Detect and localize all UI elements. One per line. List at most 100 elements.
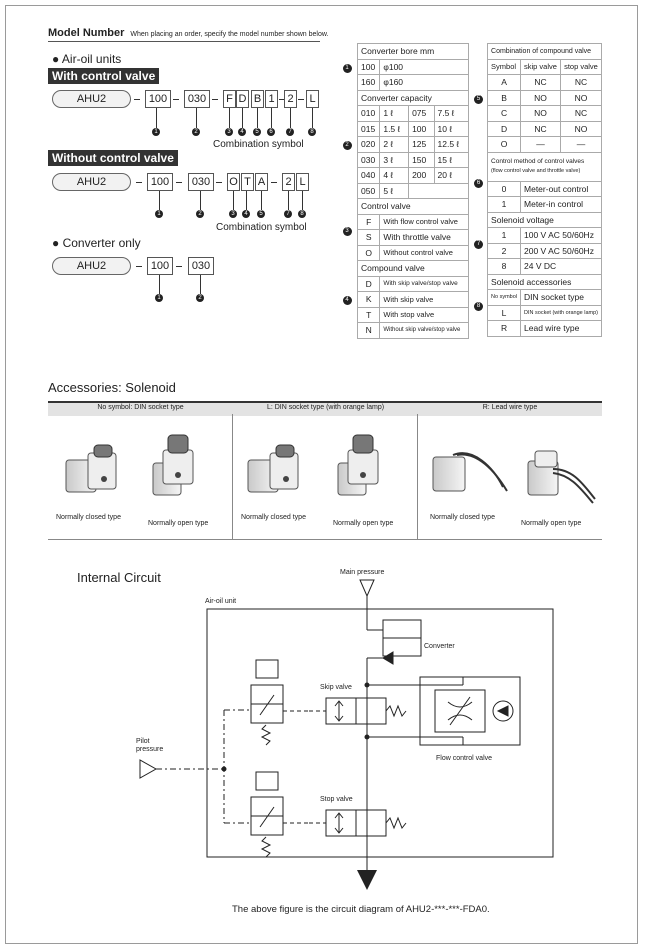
- dot-8: 8: [308, 128, 316, 136]
- leader: [302, 191, 303, 210]
- combination-box: B: [251, 90, 264, 108]
- cell: 12.5 ℓ: [433, 136, 469, 153]
- cell: F: [356, 213, 381, 230]
- flow-control-label: Flow control valve: [436, 755, 493, 762]
- cell: 7.5 ℓ: [433, 105, 469, 122]
- cell: Meter-in control: [520, 196, 602, 213]
- cell: NO: [560, 120, 602, 137]
- voltage-box: 2: [284, 90, 297, 108]
- cell: 8: [487, 258, 522, 275]
- dash: [212, 99, 218, 100]
- dot-1: 1: [152, 128, 160, 136]
- leader: [261, 191, 262, 210]
- cap-no-3: Normally open type: [521, 520, 582, 527]
- combination-symbol-label: Combination symbol: [213, 139, 304, 150]
- leader: [271, 108, 272, 128]
- model-number-note: When placing an order, specify the model…: [130, 31, 329, 38]
- leader: [242, 108, 243, 128]
- pressure-label: pressure: [136, 746, 164, 753]
- cell: NC: [520, 74, 562, 91]
- main-pressure-label: Main pressure: [340, 569, 385, 576]
- cell: 100 V AC 50/60Hz: [520, 227, 602, 244]
- with-control-valve-bar: With control valve: [48, 68, 160, 84]
- cell: [408, 182, 469, 199]
- control-box: O: [227, 173, 240, 191]
- cell: NC: [560, 74, 602, 91]
- cell: C: [487, 105, 522, 122]
- cell: φ100: [379, 58, 469, 75]
- cell: NO: [520, 89, 562, 106]
- dot-8: 8: [298, 210, 306, 218]
- cell: 125: [408, 136, 435, 153]
- cell: φ160: [379, 74, 469, 91]
- cell: 15 ℓ: [433, 151, 469, 168]
- cell: 3 ℓ: [379, 151, 410, 168]
- dot-5: 5: [253, 128, 261, 136]
- capacity-box: 030: [188, 173, 214, 191]
- dot-5: 5: [257, 210, 265, 218]
- dot-2: 2: [192, 128, 200, 136]
- cell: DIN socket type: [520, 289, 602, 306]
- cell: K: [356, 291, 381, 308]
- combination-symbol-label: Combination symbol: [216, 222, 307, 233]
- cell: With throttle valve: [379, 229, 469, 246]
- cell: DIN socket (with orange lamp): [520, 304, 602, 321]
- converter-only-heading: ● Converter only: [52, 236, 141, 250]
- acc-col-1: No symbol: DIN socket type: [97, 404, 184, 411]
- leader: [200, 275, 201, 294]
- dash: [216, 182, 222, 183]
- dash: [298, 99, 304, 100]
- leader: [159, 275, 160, 294]
- accessory-box: L: [306, 90, 319, 108]
- cell: B: [487, 89, 522, 106]
- cell: Without control valve: [379, 244, 469, 261]
- cap-no-2: Normally open type: [333, 520, 394, 527]
- cell: 1 ℓ: [379, 105, 410, 122]
- dot-7: 7: [284, 210, 292, 218]
- cap-nc-1: Normally closed type: [56, 514, 121, 521]
- cell: NO: [560, 89, 602, 106]
- stop-valve-label: Stop valve: [320, 796, 353, 803]
- leader: [156, 108, 157, 128]
- lead-wire-nc-icon: [432, 452, 508, 492]
- leader: [159, 191, 160, 210]
- leader: [312, 108, 313, 128]
- cell: 100: [356, 58, 381, 75]
- solenoid-images: [65, 434, 596, 504]
- din-lamp-no-icon: [337, 434, 379, 496]
- cell: 1.5 ℓ: [379, 120, 410, 137]
- accessories-title: Accessories: Solenoid: [48, 380, 176, 395]
- cap-no-1: Normally open type: [148, 520, 209, 527]
- cell: Lead wire type: [520, 320, 602, 337]
- dot-4: 4: [238, 128, 246, 136]
- voltage-box: 2: [282, 173, 295, 191]
- circuit-diagram: [139, 579, 554, 890]
- dash: [176, 182, 182, 183]
- cell: stop valve: [560, 58, 602, 75]
- compound-title: Compound valve: [357, 260, 469, 277]
- cell: No symbol: [487, 289, 522, 306]
- converter-label: Converter: [424, 643, 455, 650]
- dash: [136, 266, 142, 267]
- cell: 010: [356, 105, 381, 122]
- leader: [257, 108, 258, 128]
- divider: [417, 414, 418, 539]
- leader: [196, 108, 197, 128]
- cell: 050: [356, 182, 381, 199]
- lead-wire-no-icon: [527, 450, 596, 504]
- cell: 1: [487, 196, 522, 213]
- cell: R: [487, 320, 522, 337]
- cell: —: [560, 136, 602, 153]
- skip-valve-label: Skip valve: [320, 684, 352, 691]
- leader: [200, 191, 201, 210]
- cell: 24 V DC: [520, 258, 602, 275]
- cell: Symbol: [487, 58, 522, 75]
- cell: With skip valve/stop valve: [379, 275, 469, 292]
- circuit-title: Internal Circuit: [77, 570, 161, 585]
- model-base: AHU2: [52, 257, 131, 275]
- model-base: AHU2: [52, 90, 131, 108]
- cell: S: [356, 229, 381, 246]
- cell: 1: [487, 227, 522, 244]
